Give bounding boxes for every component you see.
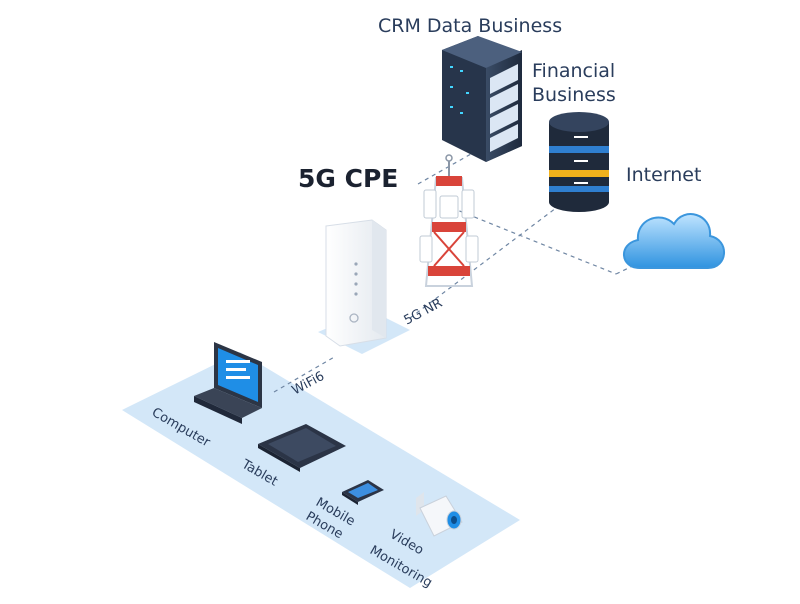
tower-icon	[419, 154, 479, 287]
server-rack-icon	[442, 36, 522, 162]
financial-label-line1: Financial	[532, 60, 616, 82]
device-platform	[122, 352, 520, 588]
database-icon	[549, 112, 609, 212]
cloud-icon	[623, 213, 725, 269]
tablet-icon	[258, 424, 346, 472]
financial-label-line2: Business	[532, 84, 616, 106]
camera-icon	[416, 492, 463, 537]
router-icon	[325, 219, 387, 347]
crm-label: CRM Data Business	[378, 15, 563, 37]
internet-label: Internet	[626, 164, 702, 186]
phone-icon	[342, 480, 384, 505]
laptop-icon	[194, 342, 262, 424]
cpe-label: 5G CPE	[298, 164, 399, 193]
